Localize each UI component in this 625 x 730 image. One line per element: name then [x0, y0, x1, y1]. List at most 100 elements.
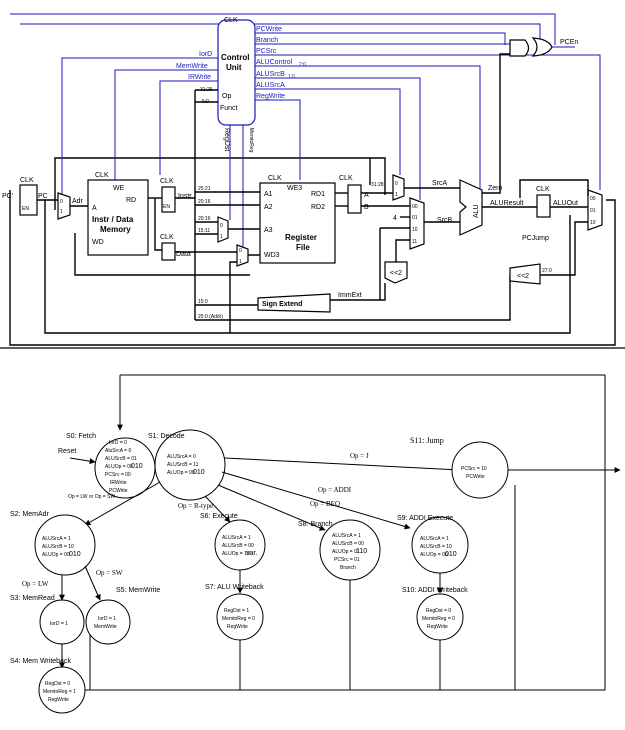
- s9-l2: ALUSrcB = 10: [420, 544, 452, 550]
- s7-l1: RegDst = 1: [224, 608, 249, 614]
- branch-label: Branch: [256, 37, 278, 44]
- state-s4-mem-writeback: [38, 666, 86, 714]
- irwrite-label: IRWrite: [188, 74, 211, 81]
- fsm-return-bus: [60, 374, 606, 691]
- ab-registers: [347, 184, 362, 214]
- adr-mux-0: 0: [60, 199, 63, 205]
- mem-we: WE: [113, 185, 125, 192]
- op-lw-label: Op = LW: [22, 580, 49, 588]
- s9-l3: ALUOp = 00: [420, 552, 448, 558]
- op-rtype-label: Op = R-type: [178, 502, 213, 510]
- rf-rd1: RD1: [311, 191, 325, 198]
- rf-a3: A3: [264, 227, 273, 234]
- b-label: B: [364, 204, 369, 211]
- pc-clk: CLK: [20, 177, 34, 184]
- aluout-feedback-wire: [44, 200, 571, 334]
- iord-label: IorD: [199, 51, 212, 58]
- mem-a: A: [92, 205, 97, 212]
- s1-to-s6: [204, 495, 231, 523]
- s2-to-s5: [84, 565, 101, 601]
- regwrite-label: RegWrite: [256, 93, 285, 100]
- memory-title1: Instr / Data: [92, 215, 134, 224]
- pc-prime-label: PC': [2, 193, 13, 200]
- s6-aluop: var.: [246, 550, 257, 557]
- s3-name: S3: MemRead: [10, 595, 55, 602]
- s1-to-s11: [224, 457, 461, 473]
- rf-rd2: RD2: [311, 204, 325, 211]
- rf-clk: CLK: [268, 175, 282, 182]
- control-signals-left: IorD MemWrite IRWrite: [176, 51, 212, 81]
- irwrite-ctrl: [159, 80, 218, 175]
- rf-we3: WE3: [287, 185, 302, 192]
- sign-extend-label: Sign Extend: [262, 301, 302, 308]
- s9-name: S9: ADDI Execute: [397, 515, 453, 522]
- adr-mux-1: 1: [60, 209, 63, 215]
- register-file: [259, 182, 336, 264]
- state-s8-branch: [319, 519, 381, 581]
- s5-l2: MemWrite: [94, 624, 117, 630]
- zero-label: Zero: [488, 185, 503, 192]
- data-clk: CLK: [160, 234, 174, 241]
- s2-l1: ALUSrcA = 1: [42, 536, 71, 542]
- immext-label: ImmExt: [338, 292, 362, 299]
- control-op: Op: [222, 93, 231, 100]
- bits-25-0: 25:0 (Addr): [198, 314, 223, 320]
- pc-mux-in1: 01: [590, 208, 596, 214]
- srcb-in3: 11: [412, 239, 417, 245]
- control-unit-title1: Control: [221, 53, 249, 62]
- s7-l3: RegWrite: [227, 624, 248, 630]
- pc-mux-in0: 00: [590, 196, 596, 202]
- adr-label: Adr: [72, 198, 84, 205]
- s10-l1: RegDst = 0: [426, 608, 451, 614]
- memtoreg-mux-0: 0: [239, 248, 242, 254]
- srcb-in0: 00: [412, 204, 418, 210]
- s6-l2: ALUSrcB = 00: [222, 543, 254, 549]
- s9-l1: ALUSrcA = 1: [420, 536, 449, 542]
- instr-bus-wire: [175, 197, 196, 320]
- op-lw-or-sw-label: Op = LW or Op = SW: [68, 494, 115, 500]
- memwrite-label: MemWrite: [176, 63, 208, 70]
- state-s7-alu-writeback: [216, 593, 264, 641]
- shift-label-2: <<2: [517, 273, 529, 280]
- s0-l5: PCSrc = 00: [105, 472, 131, 478]
- aluresult-label: ALUResult: [490, 200, 524, 207]
- alucontrol-label: ALUControl: [256, 59, 293, 66]
- rf-wd3: WD3: [264, 252, 280, 259]
- instr-en: EN: [163, 204, 170, 210]
- instr-clk: CLK: [160, 178, 174, 185]
- ab-clk: CLK: [339, 175, 353, 182]
- sign-out-wire: [330, 283, 386, 301]
- control-unit-title2: Unit: [226, 63, 242, 72]
- shift-left-2-imm: [384, 261, 408, 284]
- mem-data-wire: [154, 198, 162, 251]
- reset-label: Reset: [58, 448, 76, 455]
- s8-l2: ALUSrcB = 00: [332, 541, 364, 547]
- mem-wd: WD: [92, 239, 104, 246]
- s0-l7: PCWrite: [109, 488, 128, 494]
- memtoreg-mux: [236, 244, 249, 267]
- s2-l3: ALUOp = 00: [42, 552, 70, 558]
- pcwrite-loop-wire: [10, 13, 556, 45]
- op-beq-label: Op = BEQ: [310, 500, 340, 508]
- s0-name: S0: Fetch: [66, 433, 96, 440]
- pcsrc-label: PCSrc: [256, 48, 277, 55]
- s5-l1: IorD = 1: [98, 616, 116, 622]
- rf-a2: A2: [264, 204, 273, 211]
- bits-15-0: 15:0: [198, 299, 208, 305]
- alusrca-ctrl: [255, 88, 401, 175]
- memory-title2: Memory: [100, 225, 131, 234]
- rf-title1: Register: [285, 233, 317, 242]
- bits-15-11: 15:11: [198, 228, 210, 234]
- s8-l1: ALUSrcA = 1: [332, 533, 361, 539]
- branch-and-gate: [509, 39, 530, 57]
- adr-mux: [57, 192, 71, 220]
- alucontrol-ctrl: [255, 65, 481, 190]
- s8-l5: Branch: [340, 565, 356, 571]
- op-sw-label: Op = SW: [96, 569, 123, 577]
- s6-l1: ALUSrcA = 1: [222, 535, 251, 541]
- s8-l4: PCSrc = 01: [334, 557, 360, 563]
- srca-label: SrcA: [432, 180, 448, 187]
- op-addi-label: Op = ADDI: [318, 486, 352, 494]
- rf-a1: A1: [264, 191, 273, 198]
